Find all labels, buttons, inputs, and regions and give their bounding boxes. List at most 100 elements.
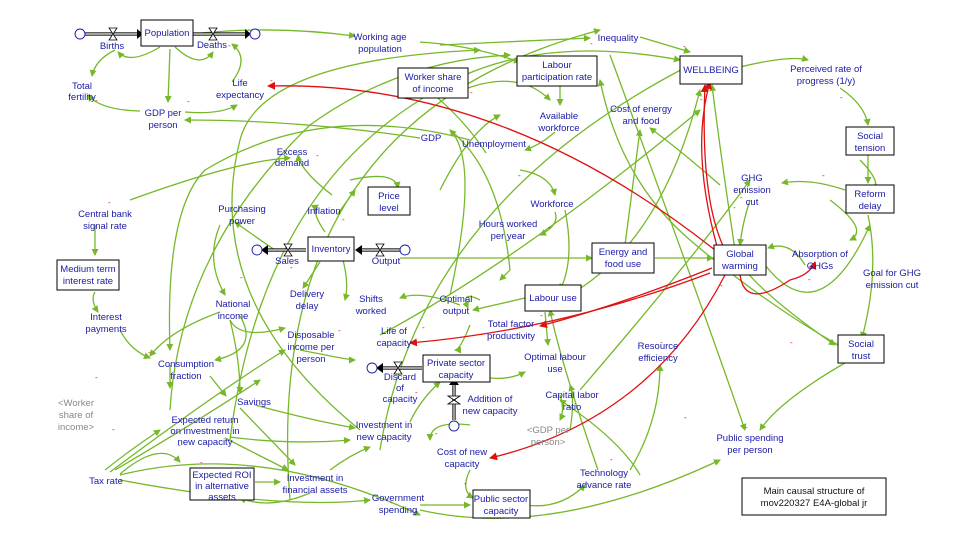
polarity: - [178,441,181,450]
polarity: - [745,423,748,432]
polarity: - [200,458,203,467]
var-tax-rate: Tax rate [89,476,123,487]
var-output: Output [372,256,401,267]
polarity: - [316,151,319,160]
var-unemployment: Unemployment [462,139,526,150]
polarity: - [112,425,115,434]
polarity: - [700,95,703,104]
polarity: - [548,223,551,232]
stock-labour-use: Labour use [529,293,577,304]
var-deaths: Deaths [197,40,227,51]
polarity: - [108,198,111,207]
polarity: - [338,326,341,335]
polarity: - [464,479,467,488]
stock-population: Population [145,28,190,39]
var-inequality: Inequality [598,33,639,44]
polarity: - [822,171,825,180]
polarity: - [733,203,736,212]
var-gdp: GDP [421,133,442,144]
polarity: - [720,281,723,290]
var-births: Births [100,41,125,52]
polarity: - [187,97,190,106]
red-links [267,81,817,461]
polarity: - [435,429,438,438]
stock-boxes [56,19,895,519]
polarity: - [390,498,393,507]
polarity: - [684,413,687,422]
polarity: - [660,338,663,347]
polarity: - [470,88,473,97]
polarity: - [683,42,686,51]
var-savings: Savings [237,397,271,408]
polarity: - [422,323,425,332]
polarity: - [228,41,231,50]
polarity: - [540,311,543,320]
polarity: - [290,263,293,272]
polarity: - [790,338,793,347]
polarity: - [590,39,593,48]
polarity: - [518,171,521,180]
source-sink-clouds [74,28,460,432]
var-workforce: Workforce [530,199,573,210]
green-links [87,28,881,519]
polarity: - [415,388,418,397]
flow-valves [108,27,462,405]
polarity: - [270,76,273,85]
polarity: - [740,193,743,202]
polarity: - [95,373,98,382]
stock-inventory: Inventory [311,244,350,255]
polarity: - [148,348,151,357]
polarity-marks: - - - - - - - - - - - - - - - - - - - - … [95,39,843,507]
polarity: - [610,455,613,464]
stock-wellbeing: WELLBEING [683,65,738,76]
var-inflation: Inflation [307,206,340,217]
